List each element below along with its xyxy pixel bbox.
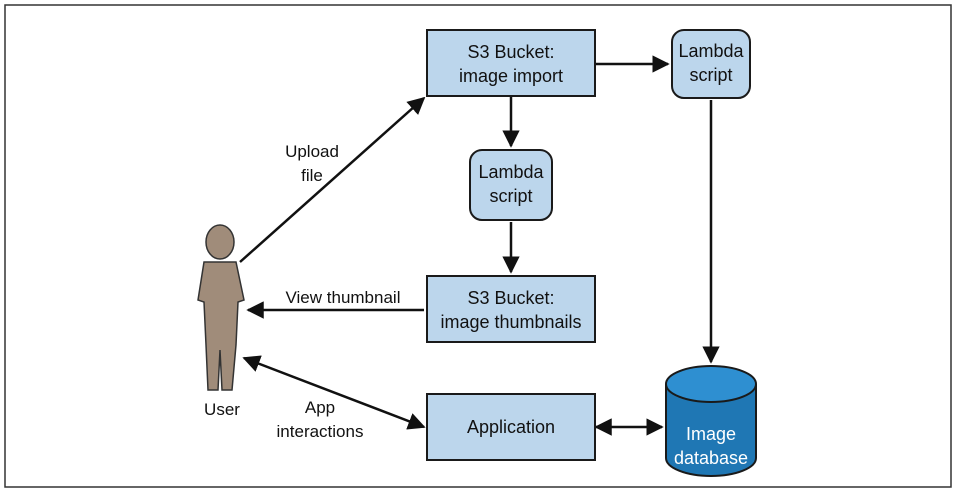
- node-s3-thumbnails-line2: image thumbnails: [440, 312, 581, 332]
- node-s3-image-import: S3 Bucket: image import: [426, 29, 596, 97]
- diagram-frame: [4, 4, 952, 488]
- label-view-thumbnail: View thumbnail: [286, 288, 401, 307]
- node-image-db-line1: Image: [686, 424, 736, 444]
- node-image-db-line2: database: [674, 448, 748, 468]
- node-lambda-mid-line2: script: [489, 186, 532, 206]
- node-application: Application: [426, 393, 596, 461]
- user-figure-icon: [197, 224, 245, 391]
- user-label: User: [204, 400, 240, 419]
- node-s3-import-line1: S3 Bucket:: [467, 42, 554, 62]
- node-s3-import-line2: image import: [459, 66, 563, 86]
- node-image-database: Image database: [665, 365, 757, 477]
- node-lambda-top-line2: script: [689, 65, 732, 85]
- node-lambda-mid: Lambda script: [469, 149, 553, 221]
- edge-user-to-s3-import: [239, 96, 426, 263]
- node-s3-thumbnails-line1: S3 Bucket:: [467, 288, 554, 308]
- label-upload-line2: file: [301, 166, 323, 185]
- label-upload-line1: Upload: [285, 142, 339, 161]
- node-lambda-top-line1: Lambda: [678, 41, 744, 61]
- node-lambda-top: Lambda script: [671, 29, 751, 99]
- node-s3-image-thumbnails: S3 Bucket: image thumbnails: [426, 275, 596, 343]
- node-lambda-mid-line1: Lambda: [478, 162, 544, 182]
- edge-user-application: [242, 355, 426, 430]
- label-app-interactions-line1: App: [305, 398, 335, 417]
- label-app-interactions-line2: interactions: [277, 422, 364, 441]
- node-application-label: Application: [467, 417, 555, 437]
